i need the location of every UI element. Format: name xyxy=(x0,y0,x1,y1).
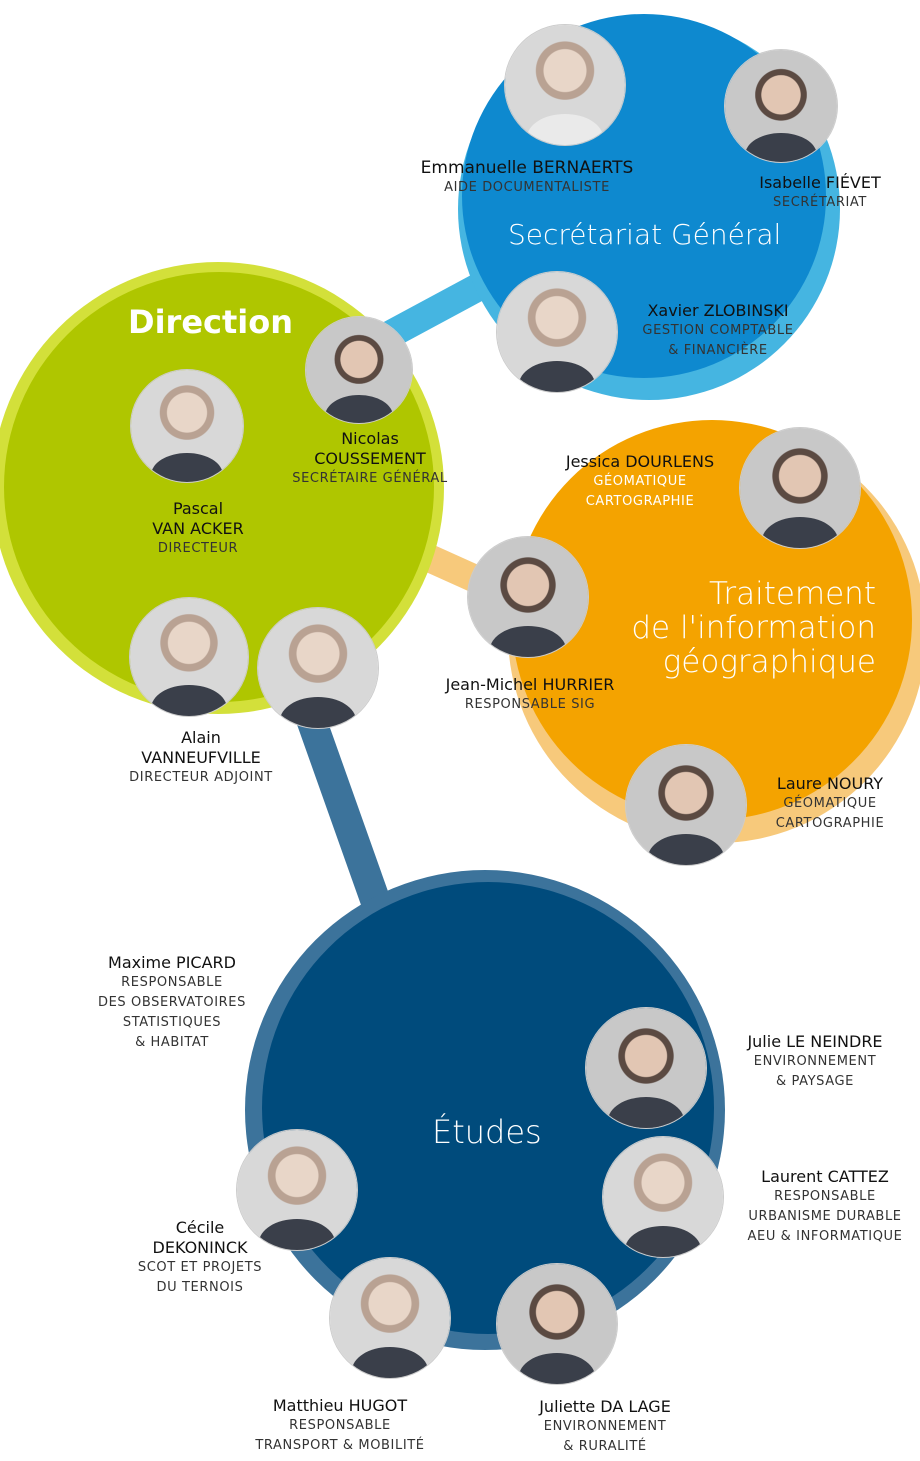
secretariat-title: Secrétariat Général xyxy=(508,218,782,251)
person-label: Jessica DOURLENS GÉOMATIQUE CARTOGRAPHIE xyxy=(540,452,740,512)
photo-jean-michel-hurrier xyxy=(468,537,588,657)
photo-isabelle-fievet xyxy=(725,50,837,162)
person-role: GESTION COMPTABLE xyxy=(642,323,794,338)
person-name: Nicolas xyxy=(341,429,399,448)
person-label: Juliette DA LAGE ENVIRONNEMENT & RURALIT… xyxy=(505,1397,705,1457)
person-role: & RURALITÉ xyxy=(563,1439,647,1454)
person-name: Juliette DA LAGE xyxy=(539,1397,671,1416)
person-name: Laurent CATTEZ xyxy=(761,1167,889,1186)
person-label: Julie LE NEINDRE ENVIRONNEMENT & PAYSAGE xyxy=(720,1032,910,1092)
photo-laure-noury xyxy=(626,745,746,865)
person-name: VANNEUFVILLE xyxy=(141,748,261,767)
person-name: Maxime PICARD xyxy=(108,953,236,972)
person-role: ENVIRONNEMENT xyxy=(543,1419,667,1434)
person-role: CARTOGRAPHIE xyxy=(585,494,695,509)
person-label: Emmanuelle BERNAERTS AIDE DOCUMENTALISTE xyxy=(390,158,664,198)
person-role: DU TERNOIS xyxy=(156,1280,244,1295)
person-role: SCOT ET PROJETS xyxy=(137,1260,263,1275)
person-name: Matthieu HUGOT xyxy=(272,1396,408,1415)
sig-title: Traitement de l'information géographique xyxy=(600,577,876,679)
person-label: Isabelle FIÉVET SECRÉTARIAT xyxy=(732,173,908,213)
person-name: Jessica DOURLENS xyxy=(565,452,715,471)
person-name: Xavier ZLOBINSKI xyxy=(647,301,789,320)
person-label: Xavier ZLOBINSKI GESTION COMPTABLE & FIN… xyxy=(620,301,816,361)
person-label: Nicolas COUSSEMENT SECRÉTAIRE GÉNÉRAL xyxy=(270,429,470,489)
person-name: Emmanuelle BERNAERTS xyxy=(420,158,634,178)
person-role: AIDE DOCUMENTALISTE xyxy=(444,180,610,195)
person-role: RESPONSABLE xyxy=(774,1189,876,1204)
person-label: Jean-Michel HURRIER RESPONSABLE SIG xyxy=(410,675,650,715)
person-name: Julie LE NEINDRE xyxy=(747,1032,883,1051)
photo-juliette-da-lage xyxy=(497,1264,617,1384)
photo-matthieu-hugot xyxy=(330,1258,450,1378)
person-label: Laurent CATTEZ RESPONSABLE URBANISME DUR… xyxy=(730,1167,920,1247)
person-role: SECRÉTARIAT xyxy=(773,195,867,210)
photo-julie-le-neindre xyxy=(586,1008,706,1128)
etudes-title: Études xyxy=(432,1113,542,1151)
person-role: & FINANCIÈRE xyxy=(668,343,768,358)
person-role: URBANISME DURABLE xyxy=(748,1209,902,1224)
person-label: Laure NOURY GÉOMATIQUE CARTOGRAPHIE xyxy=(750,774,910,834)
direction-title: Direction xyxy=(128,303,294,341)
person-role: RESPONSABLE xyxy=(289,1418,391,1433)
photo-xavier-zlobinski xyxy=(497,272,617,392)
person-role: DIRECTEUR xyxy=(157,541,239,556)
person-role: SECRÉTAIRE GÉNÉRAL xyxy=(292,471,448,486)
person-name: Alain xyxy=(181,728,221,747)
person-name: VAN ACKER xyxy=(152,519,244,538)
person-role: STATISTIQUES xyxy=(122,1015,222,1030)
photo-maxime-picard xyxy=(258,608,378,728)
person-name: Isabelle FIÉVET xyxy=(759,173,881,192)
photo-alain-vanneufville xyxy=(130,598,248,716)
person-role: GÉOMATIQUE xyxy=(593,474,687,489)
sig-title-line1: Traitement xyxy=(708,576,876,612)
person-name: COUSSEMENT xyxy=(314,449,426,468)
person-name: DEKONINCK xyxy=(152,1238,248,1257)
person-role: RESPONSABLE SIG xyxy=(464,697,596,712)
person-label: Cécile DEKONINCK SCOT ET PROJETS DU TERN… xyxy=(115,1218,285,1298)
person-label: Matthieu HUGOT RESPONSABLE TRANSPORT & M… xyxy=(230,1396,450,1456)
person-label: Maxime PICARD RESPONSABLE DES OBSERVATOI… xyxy=(82,953,262,1053)
person-role: RESPONSABLE xyxy=(121,975,223,990)
person-role: CARTOGRAPHIE xyxy=(775,816,885,831)
photo-nicolas-coussement xyxy=(306,317,412,423)
sig-title-line2: de l'information xyxy=(631,610,876,646)
photo-laurent-cattez xyxy=(603,1137,723,1257)
person-label: Alain VANNEUFVILLE DIRECTEUR ADJOINT xyxy=(96,728,306,788)
person-role: DIRECTEUR ADJOINT xyxy=(129,770,273,785)
photo-cecile-dekoninck xyxy=(237,1130,357,1250)
photo-jessica-dourlens xyxy=(740,428,860,548)
person-name: Jean-Michel HURRIER xyxy=(445,675,615,694)
photo-emmanuelle-bernaerts xyxy=(505,25,625,145)
person-role: TRANSPORT & MOBILITÉ xyxy=(255,1438,425,1453)
person-role: & PAYSAGE xyxy=(776,1074,854,1089)
person-role: ENVIRONNEMENT xyxy=(753,1054,877,1069)
sig-title-line3: géographique xyxy=(662,644,876,680)
person-name: Laure NOURY xyxy=(776,774,884,793)
photo-pascal-van-acker xyxy=(131,370,243,482)
person-name: Pascal xyxy=(172,499,224,518)
person-role: AEU & INFORMATIQUE xyxy=(747,1229,903,1244)
person-label: Pascal VAN ACKER DIRECTEUR xyxy=(118,499,278,559)
person-role: GÉOMATIQUE xyxy=(783,796,877,811)
person-name: Cécile xyxy=(175,1218,225,1237)
person-role: & HABITAT xyxy=(135,1035,209,1050)
person-role: DES OBSERVATOIRES xyxy=(98,995,246,1010)
